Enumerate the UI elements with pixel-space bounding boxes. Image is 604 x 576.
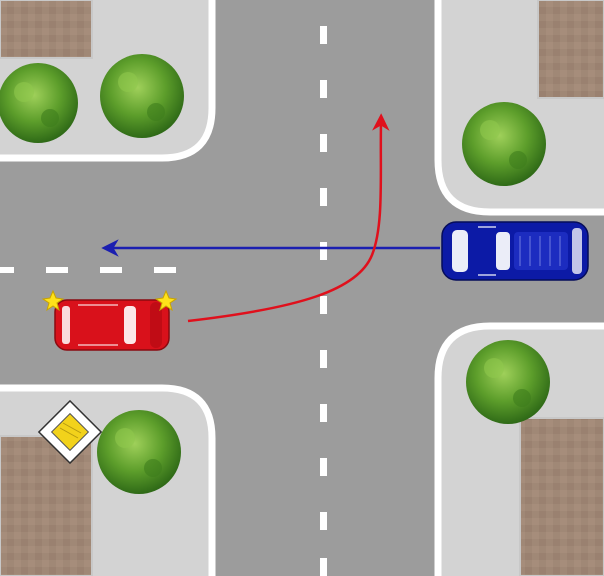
tree	[466, 340, 550, 424]
trees	[0, 54, 550, 494]
left-road-dash	[100, 267, 122, 273]
lane-markings	[0, 26, 327, 576]
left-road-dash	[154, 267, 176, 273]
tree	[100, 54, 184, 138]
paving-bottom-left	[0, 435, 93, 576]
center-line-dash	[320, 80, 327, 98]
center-line-dash	[320, 188, 327, 206]
red-car-path	[187, 113, 390, 323]
center-line-dash	[320, 242, 327, 260]
left-road-dash	[46, 267, 68, 273]
paving-bottom-right	[519, 417, 604, 576]
center-line-dash	[320, 558, 327, 576]
paving-top-left	[0, 0, 93, 59]
paving-top-right	[537, 0, 604, 99]
left-road-dash	[0, 267, 14, 273]
center-line-dash	[320, 26, 327, 44]
red-car-signal-left	[41, 289, 65, 312]
blue-car	[441, 221, 589, 281]
center-line-dash	[320, 296, 327, 314]
center-line-dash	[320, 404, 327, 422]
center-line-dash	[320, 350, 327, 368]
priority-road-icon	[37, 399, 103, 465]
tree	[0, 63, 78, 143]
red-car-signal-right	[154, 289, 178, 312]
center-line-dash	[320, 458, 327, 476]
red-car	[54, 299, 170, 351]
tree	[97, 410, 181, 494]
center-line-dash	[320, 512, 327, 530]
road-edge-top	[216, 0, 434, 2]
road-edge-right	[602, 216, 604, 322]
tree	[462, 102, 546, 186]
center-line-dash	[320, 134, 327, 152]
